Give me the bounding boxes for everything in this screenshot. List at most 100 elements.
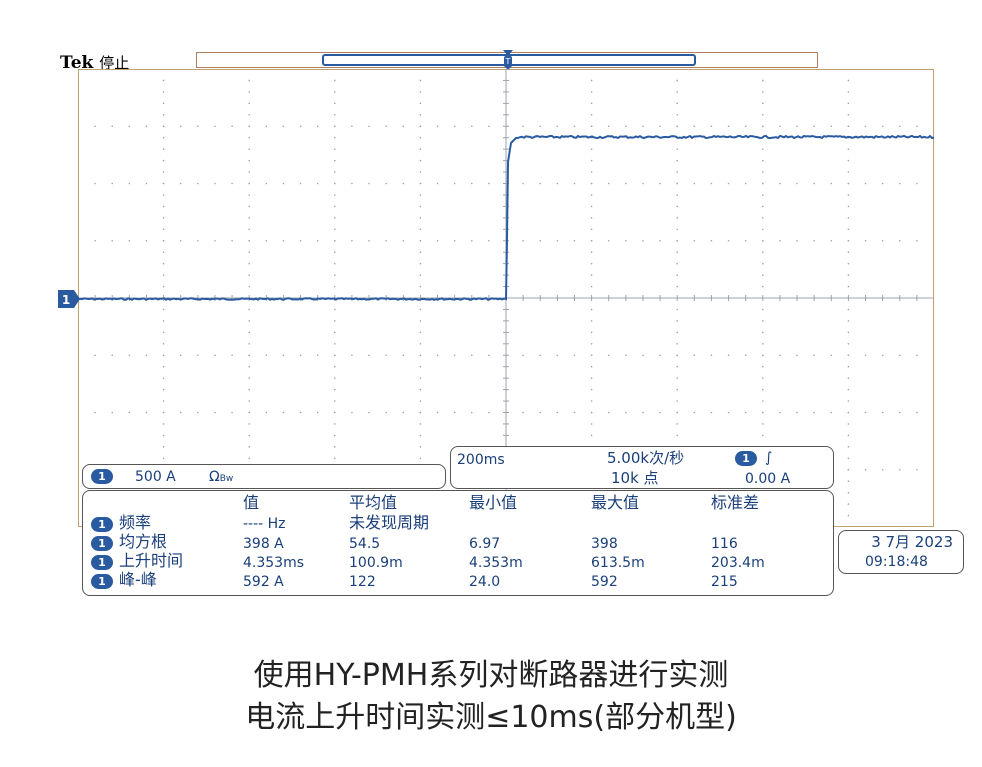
grid-dot [590,262,593,265]
grid-dot [762,343,764,345]
grid-dot [762,194,764,196]
grid-dot [676,434,678,437]
grid-dot [351,411,353,414]
grid-dot [847,171,850,173]
grid-dot [522,125,524,128]
grid-dot [693,182,696,185]
grid-dot [676,262,678,265]
grid-dot [847,91,850,93]
grid-dot [334,400,336,402]
timebase-readout[interactable]: 200ms 5.00k次/秒 10k 点 1 ∫ 0.00 A [450,446,834,489]
grid-dot [111,354,114,357]
grid-dot [111,182,114,185]
grid-dot [796,125,798,128]
grid-dot [796,239,798,242]
grid-dot [436,411,439,414]
trigger-position-marker[interactable]: T [501,50,515,70]
grid-dot [162,308,165,311]
grid-dot [419,388,422,391]
grid-dot [334,148,336,150]
grid-dot [864,125,867,128]
grid-dot [847,285,850,288]
grid-dot [248,400,250,402]
grid-dot [162,411,165,414]
grid-dot [419,159,422,162]
grid-dot [436,239,439,242]
channel-1-level-marker[interactable]: 1 [58,290,80,308]
grid-dot [727,125,730,128]
grid-dot [94,125,96,128]
grid-dot [179,354,182,357]
grid-dot [676,91,678,93]
grid-dot [248,285,250,288]
measurement-value: 4.353ms [243,555,305,571]
grid-dot [334,343,336,345]
grid-dot [419,331,422,334]
grid-dot [419,114,422,116]
grid-dot [864,182,867,185]
grid-dot [847,331,850,334]
measurement-value: ---- Hz [243,516,286,532]
measurements-panel[interactable]: 值 平均值 最小值 最大值 标准差 1 频率 ---- Hz 未发现周期 1 均… [82,490,834,596]
grid-dot [162,343,165,345]
grid-dot [162,446,165,448]
grid-dot [334,308,336,311]
grid-dot [231,125,233,128]
grid-dot [590,354,593,357]
grid-dot [762,411,764,414]
grid-dot [830,182,833,185]
grid-dot [847,526,850,527]
channel-readout[interactable]: 1 500 A ΩBw [82,464,446,489]
grid-dot [299,354,302,357]
brand-logo: Tek [60,53,94,73]
grid-dot [676,400,678,402]
grid-dot [676,114,678,116]
grid-dot [590,217,593,219]
grid-dot [847,480,850,483]
grid-dot [385,354,387,357]
grid-dot [128,411,131,414]
grid-dot [830,354,833,357]
grid-dot [676,79,678,82]
trigger-source-badge: 1 [735,451,757,466]
grid-dot [847,365,850,368]
grid-dot [762,205,764,208]
grid-dot [351,125,353,128]
grid-dot [334,102,336,105]
grid-dot [847,514,850,517]
grid-dot [590,228,593,231]
col-header-min: 最小值 [469,493,518,512]
grid-dot [642,411,644,414]
grid-dot [762,125,764,128]
grid-dot [590,91,593,93]
grid-dot [488,182,490,185]
grid-dot [847,251,850,253]
grid-dot [847,228,850,231]
grid-dot [334,91,336,93]
grid-dot [334,182,336,185]
grid-dot [128,239,131,242]
grid-dot [351,182,353,185]
measurement-std: 203.4m [711,555,765,571]
grid-dot [693,411,696,414]
grid-dot [727,239,730,242]
grid-dot [334,136,336,139]
grid-dot [179,182,182,185]
grid-dot [693,239,696,242]
measurement-max: 398 [591,536,618,552]
grid-dot [590,343,593,345]
grid-dot [385,125,387,128]
grid-dot [419,274,422,276]
grid-dot [607,411,610,414]
grid-dot [762,228,764,231]
grid-dot [864,411,867,414]
grid-dot [847,388,850,391]
row-channel-badge: 1 [91,536,113,551]
grid-dot [334,205,336,208]
grid-dot [676,274,678,276]
grid-dot [299,182,302,185]
grid-dot [847,308,850,311]
time-display: 09:18:48 [865,554,928,570]
grid-dot [162,262,165,265]
grid-dot [710,354,713,357]
